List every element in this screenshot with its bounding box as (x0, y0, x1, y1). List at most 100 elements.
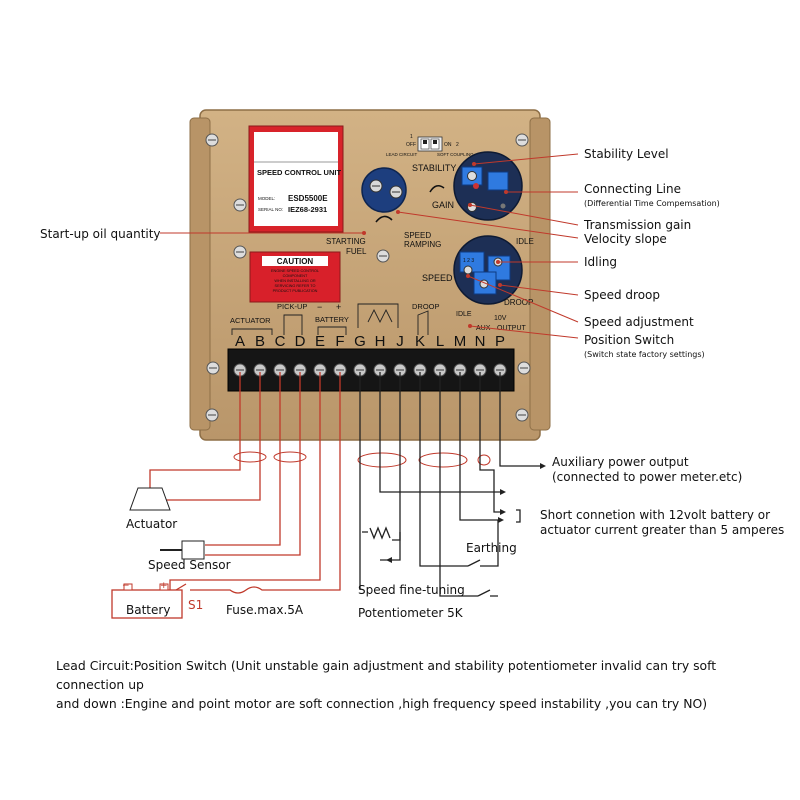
idle-group-label: IDLE (456, 311, 472, 318)
screw-icon (515, 133, 529, 147)
terminal-letter-l: L (436, 333, 444, 350)
terminal-letter-d: D (295, 333, 306, 350)
droop-group-label: DROOP (412, 302, 440, 311)
output-label: OUTPUT (497, 325, 527, 332)
speed-fine-tuning-label: Speed fine-tuning (358, 583, 465, 597)
caution-line: PRODUCT PUBLICATION (273, 289, 318, 293)
callout-connecting-line-sub: (Differential Time Compemsation) (584, 199, 720, 208)
battery-minus-label: − (317, 302, 322, 312)
actuator-wire-label: Actuator (126, 517, 177, 531)
aux-power-sub-label: (connected to power meter.etc) (552, 470, 742, 484)
terminal-letter-h: H (375, 333, 386, 350)
callout-transmission-gain: Transmission gain (583, 218, 691, 232)
note-line: Lead Circuit:Position Switch (Unit unsta… (56, 658, 717, 692)
callout-startup-oil: Start-up oil quantity (40, 227, 161, 241)
switch-s1-icon (175, 583, 187, 591)
callout-speed-droop: Speed droop (584, 288, 660, 302)
battery-plus-terminal: + (160, 581, 168, 591)
terminal-letter-e: E (315, 333, 325, 350)
short-connection-label: Short connetion with 12volt battery or (540, 508, 770, 522)
stability-label: STABILITY (412, 163, 456, 173)
callout-connecting-line: Connecting Line (584, 182, 681, 196)
serial-number: IEZ68-2931 (288, 205, 327, 214)
s1-label: S1 (188, 598, 203, 612)
screw-icon (376, 249, 390, 263)
switch-label-soft-coupling: SOFT COUPLING (437, 152, 474, 157)
ten-v-label: 10V (494, 315, 507, 322)
product-label: SPEED CONTROL UNIT MODEL: ESD5500E SERIA… (248, 125, 344, 233)
screw-icon (205, 133, 219, 147)
switch-label-off: OFF (406, 142, 416, 148)
terminal-letter-c: C (275, 333, 286, 350)
terminal-letter-f: F (335, 333, 344, 350)
caution-line: ENGINE SPEED CONTROL (271, 269, 319, 273)
caution-line: WHEN INSTALLING OR (274, 279, 316, 283)
caution-title: CAUTION (277, 257, 314, 266)
rotate-arrow-icon (429, 184, 445, 193)
lead-circuit-note: Lead Circuit:Position Switch (Unit unsta… (56, 656, 776, 713)
caution-label: CAUTION ENGINE SPEED CONTROL COMPONENT W… (249, 251, 341, 303)
battery-plus-label: + (336, 302, 341, 312)
short-connection-sub-label: actuator current greater than 5 amperes (540, 523, 784, 537)
callout-idling: Idling (584, 255, 617, 269)
gain-label: GAIN (432, 200, 454, 210)
battery-icon (111, 589, 183, 619)
wiring (111, 372, 546, 619)
switch-label-1: 1 (410, 134, 413, 140)
resistor-icon (367, 308, 393, 324)
pickup-group-label: PICK-UP (277, 302, 307, 311)
droop-pot-label: DROOP (504, 298, 533, 307)
callout-stability-level: Stability Level (584, 147, 669, 161)
screw-icon (206, 361, 220, 375)
stability-gain-pot[interactable] (453, 151, 523, 221)
earthing-label: Earthing (466, 541, 517, 555)
potentiometer-label: Potentiometer 5K (358, 606, 464, 620)
speed-ramping-label: SPEED (404, 231, 431, 240)
terminal-letter-n: N (475, 333, 486, 350)
battery-minus-terminal: − (122, 581, 130, 591)
fuse-label: Fuse.max.5A (226, 603, 304, 617)
terminal-letter-a: A (235, 333, 245, 350)
terminal-letter-b: B (255, 333, 265, 350)
terminal-letter-g: G (354, 333, 366, 350)
callout-position-switch-sub: (Switch state factory settings) (584, 350, 705, 359)
callout-velocity-slope: Velocity slope (584, 232, 667, 246)
aux-label: AUX (476, 325, 491, 332)
potentiometer-icon (369, 526, 391, 540)
callout-lines (160, 153, 579, 339)
model-key: MODEL: (258, 196, 275, 201)
screw-icon (517, 361, 531, 375)
screw-icon (205, 408, 219, 422)
switch-label-lead-circuit: LEAD CIRCUIT (386, 152, 418, 157)
terminal-letter-k: K (415, 333, 425, 350)
fuel-label: FUEL (346, 247, 367, 256)
caution-line: COMPONENT (283, 274, 308, 278)
ramping-label: RAMPING (404, 240, 441, 249)
terminal-letter-m: M (454, 333, 467, 350)
model-number: ESD5500E (288, 194, 328, 203)
callout-dots (362, 162, 508, 328)
note-line: and down :Engine and point motor are sof… (56, 696, 708, 711)
speed-sensor-icon (181, 540, 205, 560)
caution-line: SERVICING REFER TO (275, 284, 316, 288)
actuator-icon (129, 487, 171, 511)
serial-key: SERIAL NO: (258, 207, 283, 212)
starting-fuel-pot[interactable] (361, 167, 407, 213)
starting-label: STARTING (326, 237, 366, 246)
screw-icon (233, 245, 247, 259)
actuator-group-label: ACTUATOR (230, 316, 271, 325)
speed-sensor-wire-label: Speed Sensor (148, 558, 231, 572)
screw-icon (233, 198, 247, 212)
rotate-arrow-icon (375, 215, 393, 223)
battery-group-label: BATTERY (315, 315, 349, 324)
speed-pot-label: SPEED (422, 273, 453, 283)
callout-position-switch: Position Switch (584, 333, 674, 347)
callout-speed-adjustment: Speed adjustment (584, 315, 694, 329)
position-switch-panel: 1 OFF ON 2 LEAD CIRCUIT SOFT COUPLING (386, 134, 474, 157)
battery-wire-label: Battery (126, 603, 170, 617)
pot-dial-numbers: 1 2 3 (463, 258, 474, 264)
switch-label-2: 2 (456, 142, 459, 148)
idle-pot-label: IDLE (516, 237, 534, 246)
